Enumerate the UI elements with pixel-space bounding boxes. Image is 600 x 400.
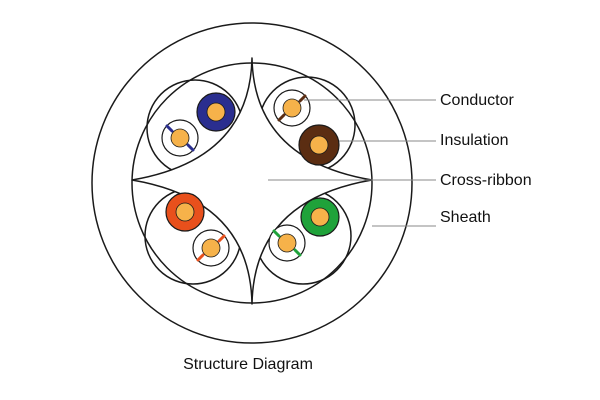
conductor (309, 135, 329, 155)
conductor (282, 98, 302, 118)
conductor (310, 207, 330, 227)
stripe-orange (196, 234, 226, 262)
pair-top-right (273, 89, 340, 166)
conductor (201, 238, 221, 258)
conductor (170, 128, 190, 148)
stripe-brown (277, 94, 307, 122)
conductor (175, 202, 195, 222)
pair-bottom-left (165, 192, 230, 267)
conductor (277, 233, 297, 253)
stripe-green (272, 229, 302, 257)
conductor (206, 102, 226, 122)
pair-bottom-right (268, 197, 340, 262)
pair-top-left (161, 92, 236, 157)
diagram-caption: Structure Diagram (183, 356, 313, 373)
label-sheath: Sheath (440, 209, 491, 226)
label-cross-ribbon: Cross-ribbon (440, 172, 532, 189)
label-conductor: Conductor (440, 92, 514, 109)
label-insulation: Insulation (440, 132, 509, 149)
stripe-blue (165, 124, 195, 152)
